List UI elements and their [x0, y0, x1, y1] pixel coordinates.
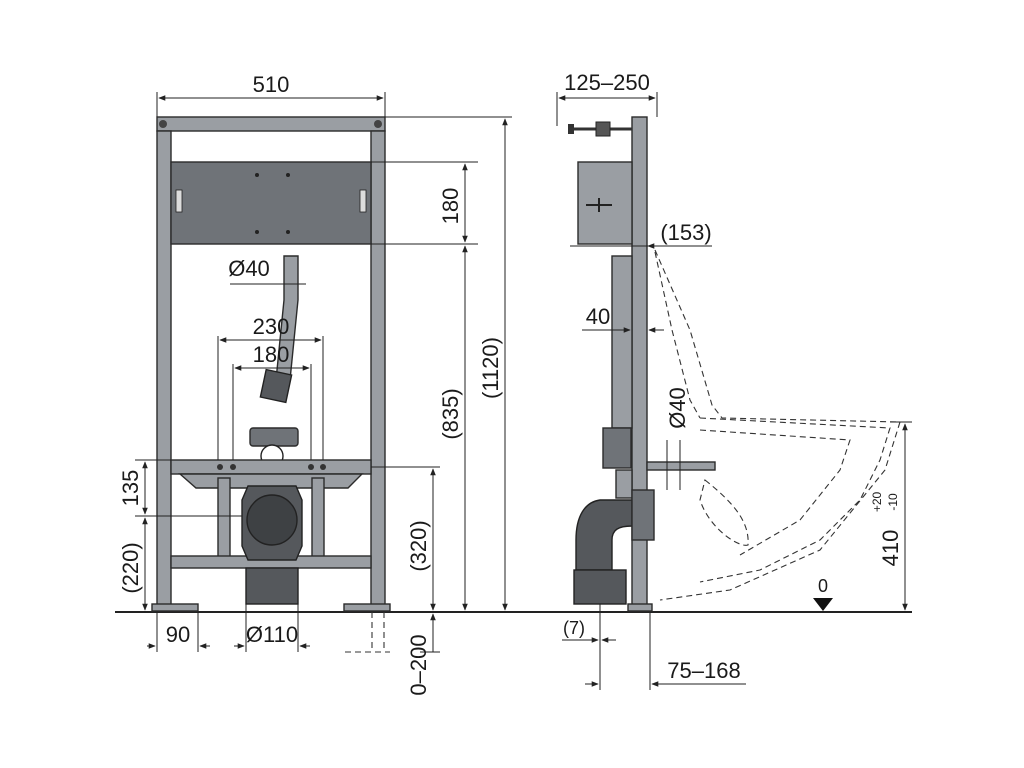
dim-135: 135	[118, 470, 143, 507]
upright-left	[156, 130, 172, 610]
side-view: 125–250 (153) 40 Ø40 (7) 75–168 0 410 +2…	[556, 70, 912, 690]
drain-outlet	[245, 567, 299, 605]
dim-anchor-depth: 125–250	[564, 70, 650, 95]
dim-floor-adjust: 0–200	[406, 634, 431, 695]
dim-plate-height: 180	[438, 188, 463, 225]
dim-total-height: (1120)	[478, 337, 503, 399]
dim-flush-pipe-diameter: Ø40	[228, 256, 270, 281]
dim-320: (320)	[406, 520, 431, 571]
dim-spacing-outer: 230	[253, 314, 290, 339]
dim-835: (835)	[438, 388, 463, 439]
front-view: 510 180 (1120) (835) (320) 0–200 Ø40 230	[118, 72, 512, 696]
dim-220: (220)	[118, 542, 143, 593]
cross-bar	[170, 459, 372, 475]
floor-level-marker	[813, 598, 833, 611]
side-drain-outlet	[573, 569, 627, 605]
dim-depth-40: 40	[586, 304, 610, 329]
side-drain-bend	[575, 499, 633, 571]
dim-depth-range: 75–168	[667, 658, 740, 683]
tolerance-plus: +20	[870, 491, 884, 512]
side-cistern	[577, 161, 633, 245]
dim-foot-width: 90	[166, 622, 190, 647]
dim-inlet-diameter: Ø40	[665, 387, 690, 429]
wc-bowl-outline	[654, 249, 901, 601]
top-rail	[156, 116, 386, 132]
dim-drain-diameter: Ø110	[246, 622, 298, 647]
bracket-right	[311, 477, 325, 559]
dim-153: (153)	[660, 220, 711, 245]
flush-connector	[249, 427, 299, 447]
anchor-hole-left	[159, 120, 167, 128]
upright-right	[370, 130, 386, 610]
cistern-plate	[170, 161, 372, 245]
dim-7: (7)	[563, 618, 585, 638]
dim-width-top: 510	[253, 72, 290, 97]
tolerance-minus: -10	[886, 493, 900, 511]
floor-level-label: 0	[818, 576, 828, 596]
bracket-left	[217, 477, 231, 559]
dim-bowl-height: 410	[878, 530, 903, 567]
anchor-hole-right	[374, 120, 382, 128]
dim-spacing-inner: 180	[253, 342, 290, 367]
